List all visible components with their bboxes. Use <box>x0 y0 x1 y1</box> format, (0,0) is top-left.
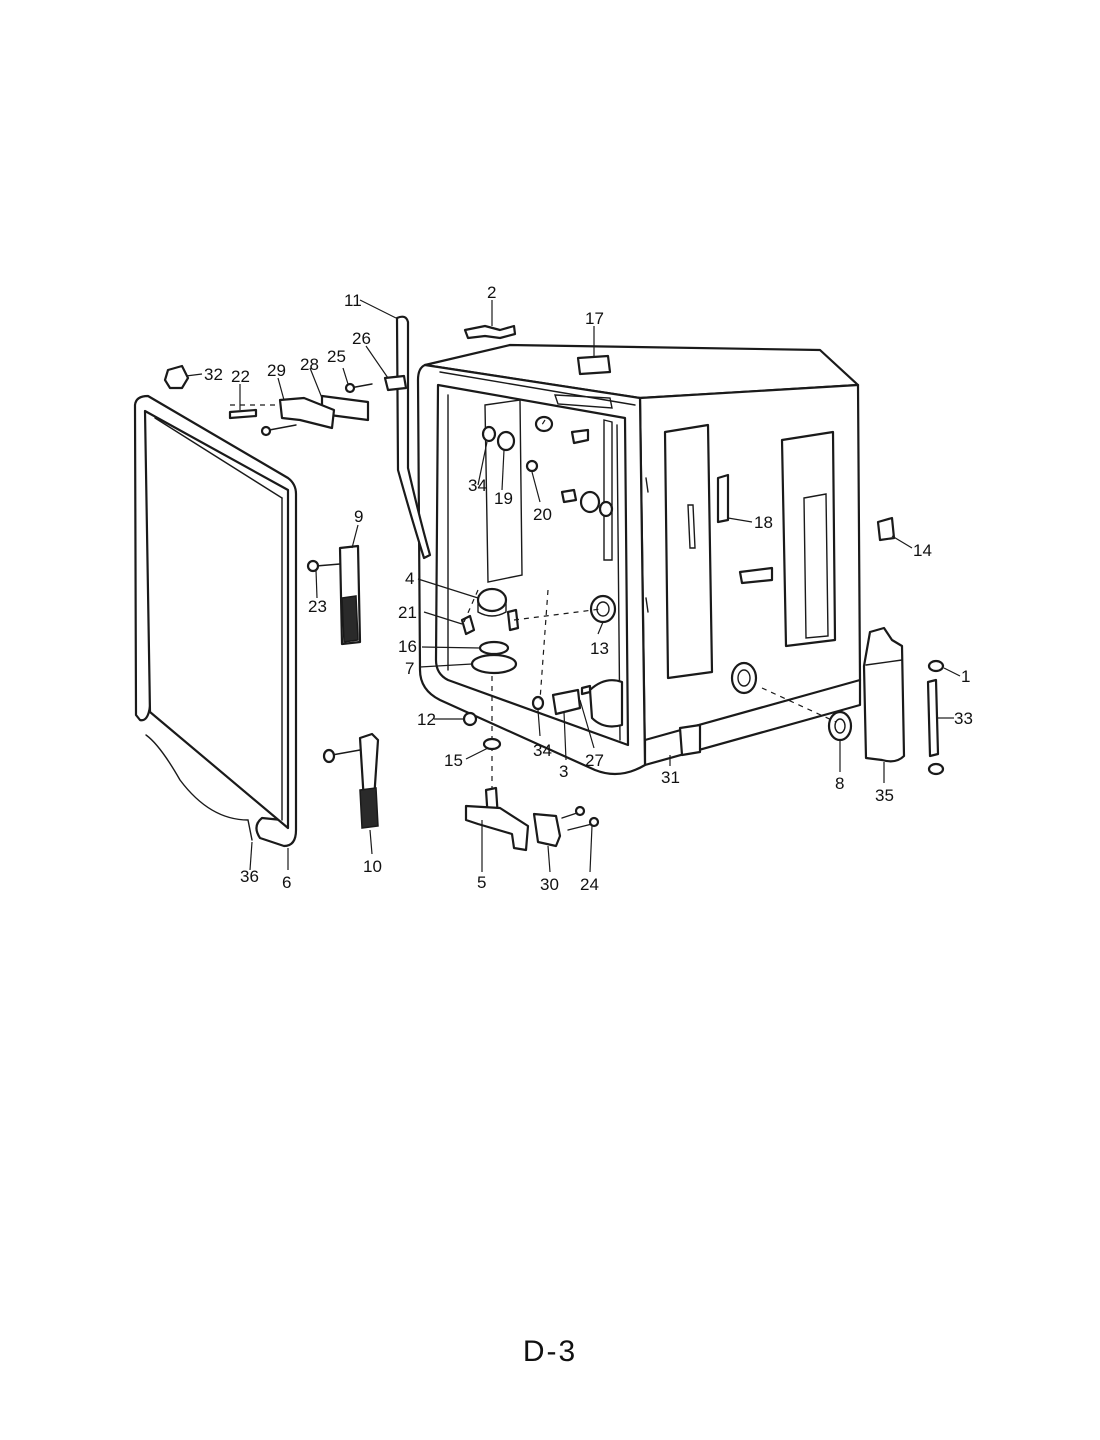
callout-28: 28 <box>300 355 319 374</box>
callout-31: 31 <box>661 768 680 787</box>
callout-8: 8 <box>835 774 844 793</box>
tub-assembly <box>416 343 862 776</box>
callout-labels: 11 2 17 26 25 28 29 22 32 9 23 4 21 16 7… <box>204 283 973 894</box>
callout-10: 10 <box>363 857 382 876</box>
callout-15: 15 <box>444 751 463 770</box>
callout-34-bottom: 34 <box>533 741 552 760</box>
callout-21: 21 <box>398 603 417 622</box>
callout-16: 16 <box>398 637 417 656</box>
callout-22: 22 <box>231 367 250 386</box>
callout-7: 7 <box>405 659 414 678</box>
callout-9: 9 <box>354 507 363 526</box>
callout-30: 30 <box>540 875 559 894</box>
page-label: D-3 <box>522 1335 578 1368</box>
callout-13: 13 <box>590 639 609 658</box>
callout-26: 26 <box>352 329 371 348</box>
callout-34-top: 34 <box>468 476 487 495</box>
callout-6: 6 <box>282 873 291 892</box>
callout-33: 33 <box>954 709 973 728</box>
callout-3: 3 <box>559 762 568 781</box>
callout-24: 24 <box>580 875 599 894</box>
callout-20: 20 <box>533 505 552 524</box>
door-panel <box>133 394 298 848</box>
callout-2: 2 <box>487 283 496 302</box>
leader-lines <box>185 299 961 873</box>
callout-27: 27 <box>585 751 604 770</box>
loose-parts <box>145 315 945 852</box>
callout-12: 12 <box>417 710 436 729</box>
callout-23: 23 <box>308 597 327 616</box>
callout-5: 5 <box>477 873 486 892</box>
callout-36: 36 <box>240 867 259 886</box>
callout-29: 29 <box>267 361 286 380</box>
callout-1: 1 <box>961 667 970 686</box>
callout-35: 35 <box>875 786 894 805</box>
callout-4: 4 <box>405 569 414 588</box>
callout-19: 19 <box>494 489 513 508</box>
callout-25: 25 <box>327 347 346 366</box>
callout-17: 17 <box>585 309 604 328</box>
callout-11: 11 <box>344 291 362 310</box>
callout-32: 32 <box>204 365 223 384</box>
callout-18: 18 <box>754 513 773 532</box>
callout-14: 14 <box>913 541 932 560</box>
